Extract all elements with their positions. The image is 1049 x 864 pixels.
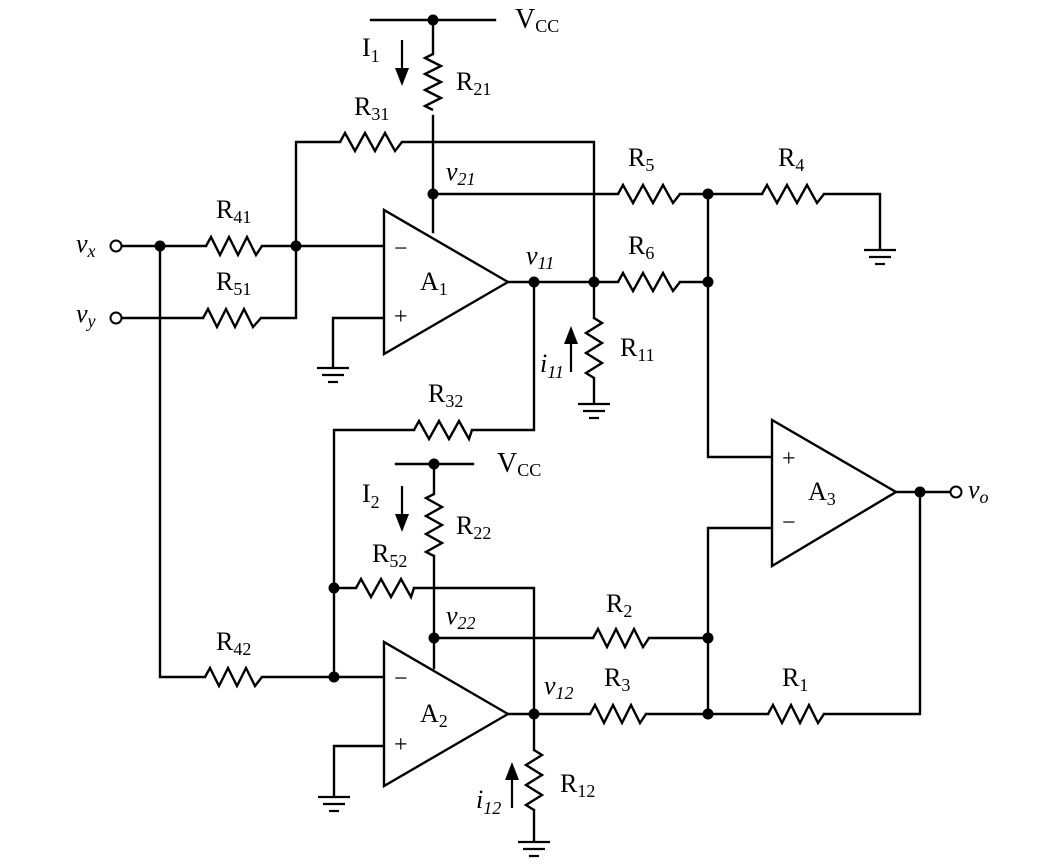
label-R5: R5 <box>628 143 654 175</box>
arrow-down-icon <box>395 40 409 86</box>
ground-icon <box>318 795 350 813</box>
junction-dot <box>702 708 714 720</box>
resistors <box>201 52 825 812</box>
A3-minus-sign: − <box>782 510 796 536</box>
label-R4: R4 <box>778 143 804 175</box>
junction-dot <box>428 458 440 470</box>
label-vo: vo <box>968 475 989 507</box>
opamp-A1 <box>382 207 511 357</box>
label-I2: I2 <box>362 479 380 512</box>
resistor-R21 <box>422 52 444 112</box>
resistor-R31 <box>338 130 403 154</box>
junction-dots <box>154 14 926 720</box>
grounds <box>317 248 896 858</box>
junction-dot <box>702 276 714 288</box>
junction-dot <box>154 240 166 252</box>
ground-icon <box>578 402 610 420</box>
junction-dot <box>328 582 340 594</box>
op-amps <box>382 207 899 789</box>
arrow-down-icon <box>395 486 409 532</box>
label-R2: R2 <box>606 589 632 621</box>
label-v21: v21 <box>446 157 476 189</box>
label-R31: R31 <box>354 92 389 124</box>
junction-dot <box>528 276 540 288</box>
label-I1: I1 <box>362 33 380 66</box>
resistor-R22 <box>423 492 445 558</box>
label-v12: v12 <box>544 671 574 703</box>
label-R41: R41 <box>216 195 251 227</box>
junction-dot <box>702 188 714 200</box>
A2-plus-sign: + <box>394 732 408 758</box>
terminal-vy <box>109 311 123 325</box>
resistor-R32 <box>412 418 474 442</box>
junction-dot <box>328 671 340 683</box>
junction-dot <box>914 486 926 498</box>
A2-minus-sign: − <box>394 666 408 692</box>
A1-plus-sign: + <box>394 304 408 330</box>
label-v11: v11 <box>526 241 554 273</box>
ground-icon <box>518 840 550 858</box>
ground-icon <box>864 248 896 266</box>
resistor-R4 <box>760 182 825 206</box>
label-R22: R22 <box>456 511 491 543</box>
label-A2: A2 <box>420 699 448 731</box>
label-vcc-top: VCC <box>515 4 559 36</box>
junction-dot <box>427 188 439 200</box>
label-A1: A1 <box>420 267 448 299</box>
junction-dot <box>702 632 714 644</box>
terminals <box>109 239 963 499</box>
label-R21: R21 <box>456 67 491 99</box>
wires <box>120 18 952 842</box>
junction-dot <box>290 240 302 252</box>
A1-minus-sign: − <box>394 236 408 262</box>
resistor-R1 <box>766 702 825 726</box>
label-R3: R3 <box>604 663 630 695</box>
junction-dot <box>427 14 439 26</box>
resistor-R52 <box>354 576 416 600</box>
A3-plus-sign: + <box>782 446 796 472</box>
terminal-vo <box>949 485 963 499</box>
resistor-R3 <box>588 702 647 726</box>
resistor-R5 <box>616 182 681 206</box>
label-i12: i12 <box>476 785 501 818</box>
junction-dot <box>428 632 440 644</box>
label-vx: vx <box>76 229 96 261</box>
resistor-R6 <box>616 270 681 294</box>
arrow-up-icon <box>505 762 519 808</box>
label-R51: R51 <box>216 267 251 299</box>
label-R42: R42 <box>216 627 251 659</box>
label-i11: i11 <box>540 349 564 382</box>
label-vcc-bottom: VCC <box>497 448 541 480</box>
resistor-R42 <box>203 665 263 689</box>
label-R11: R11 <box>620 333 655 365</box>
resistor-R12 <box>523 748 545 812</box>
resistor-R51 <box>201 306 262 330</box>
labels: VCC VCC I1 I2 i11 i12 R21 R31 R41 R51 R5… <box>76 4 989 818</box>
ground-icon <box>317 366 349 384</box>
label-v22: v22 <box>446 601 476 633</box>
label-R32: R32 <box>428 379 463 411</box>
label-vy: vy <box>76 299 96 331</box>
arrow-up-icon <box>564 326 578 372</box>
terminal-vx <box>109 239 123 253</box>
label-R6: R6 <box>628 231 654 263</box>
label-R1: R1 <box>782 663 808 695</box>
label-A3: A3 <box>808 477 836 509</box>
resistor-R11 <box>583 316 605 380</box>
junction-dot <box>588 276 600 288</box>
resistor-R41 <box>204 234 263 258</box>
label-R52: R52 <box>372 539 407 571</box>
opamp-A3 <box>770 417 899 569</box>
resistor-R2 <box>591 626 650 650</box>
opamp-A2 <box>382 639 511 789</box>
label-R12: R12 <box>560 769 595 801</box>
junction-dot <box>528 708 540 720</box>
current-arrows <box>395 40 578 808</box>
